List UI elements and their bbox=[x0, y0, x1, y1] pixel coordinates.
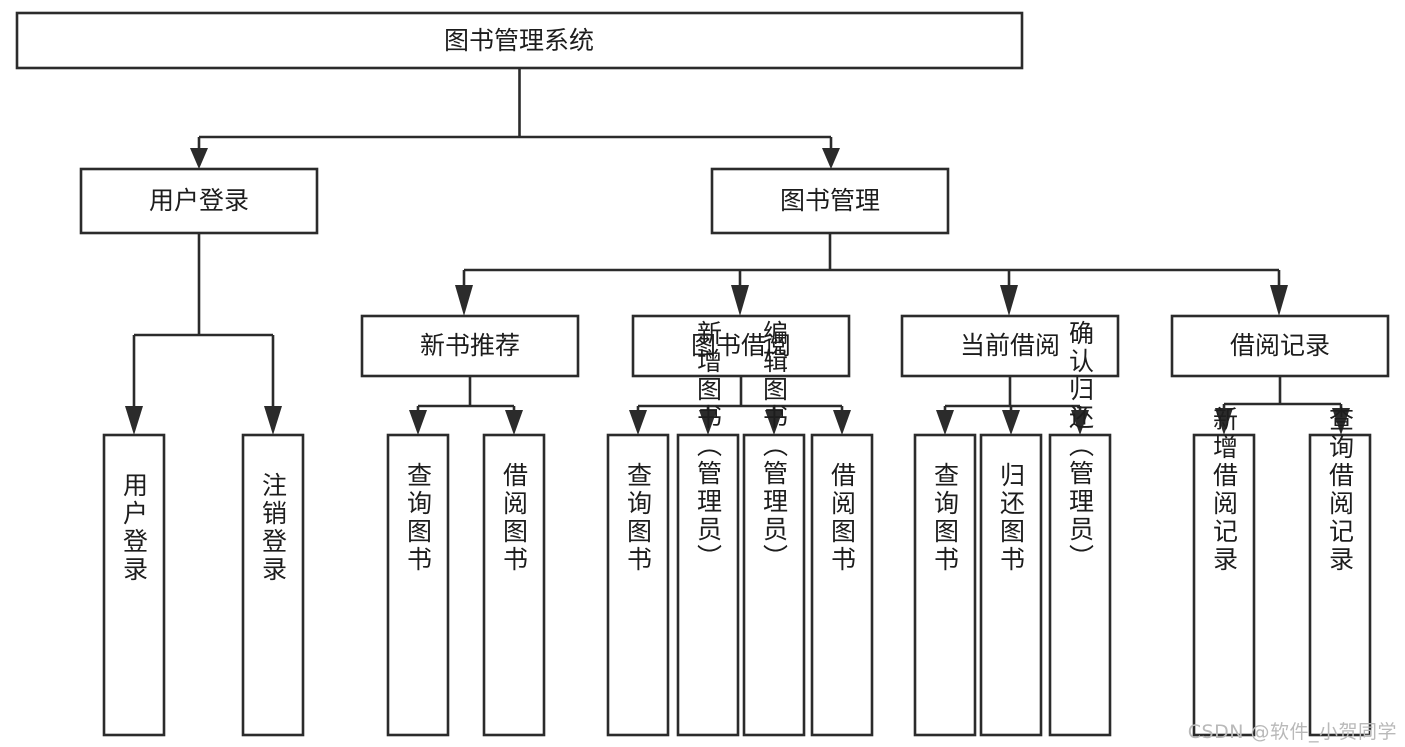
node-new-book-rec-label: 新书推荐 bbox=[420, 331, 520, 360]
leaf-node[interactable]: 编辑图书（管理员） bbox=[742, 320, 806, 737]
arrow-leaf-borrow-book-b bbox=[833, 410, 851, 435]
arrow-leaf-edit-book bbox=[765, 410, 783, 435]
leaf-box-query-book-c[interactable] bbox=[913, 433, 977, 737]
leaf-box-query-book-a[interactable] bbox=[386, 433, 450, 737]
arrow-leaf-add-book bbox=[699, 410, 717, 435]
node-user-login[interactable]: 用户登录 bbox=[79, 167, 319, 235]
leaf-label-add-record: 新增借阅记录 bbox=[1210, 406, 1239, 574]
leaf-label-user-login: 用户登录 bbox=[120, 472, 149, 584]
leaf-label-borrow-book-b: 借阅图书 bbox=[828, 462, 857, 574]
leaf-node[interactable]: 新增借阅记录 bbox=[1192, 406, 1256, 737]
leaf-label-borrow-book-a: 借阅图书 bbox=[500, 462, 529, 574]
leaf-box-query-book-b[interactable] bbox=[606, 433, 670, 737]
leaf-node[interactable]: 查询借阅记录 bbox=[1308, 406, 1372, 737]
arrow-to-borrow-record bbox=[1270, 285, 1288, 316]
arrow-leaf-add-record bbox=[1215, 408, 1233, 435]
leaf-node[interactable]: 确认归还（管理员） bbox=[1048, 320, 1112, 737]
leaf-label-query-record: 查询借阅记录 bbox=[1326, 406, 1355, 574]
leaf-node[interactable]: 归还图书 bbox=[979, 433, 1043, 737]
node-book-borrow[interactable]: 图书借阅 bbox=[631, 314, 851, 378]
arrow-to-new-book-rec bbox=[455, 285, 473, 316]
node-root-label: 图书管理系统 bbox=[444, 26, 594, 55]
arrow-to-current-borrow bbox=[1000, 285, 1018, 316]
leaf-node[interactable]: 借阅图书 bbox=[482, 433, 546, 737]
node-book-manage-label: 图书管理 bbox=[780, 186, 880, 215]
node-new-book-rec-box[interactable] bbox=[360, 314, 580, 378]
node-borrow-record-label: 借阅记录 bbox=[1230, 331, 1330, 360]
arrow-leaf-user-login bbox=[125, 406, 143, 435]
arrow-leaf-return-book bbox=[1002, 410, 1020, 435]
node-book-manage[interactable]: 图书管理 bbox=[710, 167, 950, 235]
node-borrow-record[interactable]: 借阅记录 bbox=[1170, 314, 1390, 378]
leaf-label-return-book: 归还图书 bbox=[997, 462, 1026, 574]
node-user-login-label: 用户登录 bbox=[149, 186, 249, 215]
leaf-node[interactable]: 注销登录 bbox=[241, 433, 305, 737]
arrow-leaf-query-book-a bbox=[409, 410, 427, 435]
arrow-to-user-login bbox=[190, 148, 208, 169]
node-root-box[interactable] bbox=[15, 11, 1024, 70]
node-current-borrow-box[interactable] bbox=[900, 314, 1120, 378]
leaf-box-user-login[interactable] bbox=[102, 433, 166, 737]
leaf-label-add-book: 新增图书（管理员） bbox=[694, 320, 723, 572]
node-current-borrow[interactable]: 当前借阅 bbox=[900, 314, 1120, 378]
leaf-box-edit-book[interactable] bbox=[742, 433, 806, 737]
leaf-node[interactable]: 查询图书 bbox=[913, 433, 977, 737]
leaf-label-confirm-return: 确认归还（管理员） bbox=[1066, 320, 1095, 572]
node-user-login-box[interactable] bbox=[79, 167, 319, 235]
leaf-label-edit-book: 编辑图书（管理员） bbox=[760, 320, 789, 572]
node-book-borrow-box[interactable] bbox=[631, 314, 851, 378]
leaf-node[interactable]: 查询图书 bbox=[606, 433, 670, 737]
arrow-leaf-borrow-book-a bbox=[505, 410, 523, 435]
node-book-manage-box[interactable] bbox=[710, 167, 950, 235]
arrow-leaf-logout bbox=[264, 406, 282, 435]
leaf-node[interactable]: 借阅图书 bbox=[810, 433, 874, 737]
leaf-node[interactable]: 用户登录 bbox=[102, 433, 166, 737]
arrow-to-book-manage bbox=[822, 148, 840, 169]
node-new-book-rec[interactable]: 新书推荐 bbox=[360, 314, 580, 378]
node-borrow-record-box[interactable] bbox=[1170, 314, 1390, 378]
node-root[interactable]: 图书管理系统 bbox=[15, 11, 1024, 70]
leaf-box-borrow-book-b[interactable] bbox=[810, 433, 874, 737]
leaf-label-query-book-c: 查询图书 bbox=[931, 462, 960, 574]
leaf-box-borrow-book-a[interactable] bbox=[482, 433, 546, 737]
leaf-box-add-record[interactable] bbox=[1192, 433, 1256, 737]
leaf-box-add-book[interactable] bbox=[676, 433, 740, 737]
arrow-to-book-borrow bbox=[731, 285, 749, 316]
arrow-leaf-query-book-c bbox=[936, 410, 954, 435]
leaf-node[interactable]: 新增图书（管理员） bbox=[676, 320, 740, 737]
leaf-label-logout: 注销登录 bbox=[259, 472, 288, 584]
edges-book-manage-to-level3 bbox=[455, 233, 1288, 316]
arrow-leaf-confirm-return bbox=[1071, 410, 1089, 435]
leaf-node[interactable]: 查询图书 bbox=[386, 433, 450, 737]
edges-current-borrow-to-leaves bbox=[936, 376, 1089, 435]
arrow-leaf-query-record bbox=[1332, 408, 1350, 435]
edges-new-book-rec-to-leaves bbox=[409, 376, 523, 435]
leaf-label-query-book-a: 查询图书 bbox=[404, 462, 433, 574]
edges-user-login-to-leaves bbox=[125, 233, 282, 435]
leaf-box-confirm-return[interactable] bbox=[1048, 433, 1112, 737]
leaf-box-logout[interactable] bbox=[241, 433, 305, 737]
csdn-watermark: CSDN @软件_小贺同学 bbox=[1187, 721, 1397, 743]
edges-root-to-level2 bbox=[190, 68, 840, 169]
node-current-borrow-label: 当前借阅 bbox=[960, 331, 1060, 360]
node-book-borrow-label: 图书借阅 bbox=[691, 331, 791, 360]
leaf-box-return-book[interactable] bbox=[979, 433, 1043, 737]
leaf-label-query-book-b: 查询图书 bbox=[624, 462, 653, 574]
edges-book-borrow-to-leaves bbox=[629, 376, 851, 435]
edges-borrow-record-to-leaves bbox=[1215, 376, 1350, 435]
arrow-leaf-query-book-b bbox=[629, 410, 647, 435]
leaf-box-query-record[interactable] bbox=[1308, 433, 1372, 737]
